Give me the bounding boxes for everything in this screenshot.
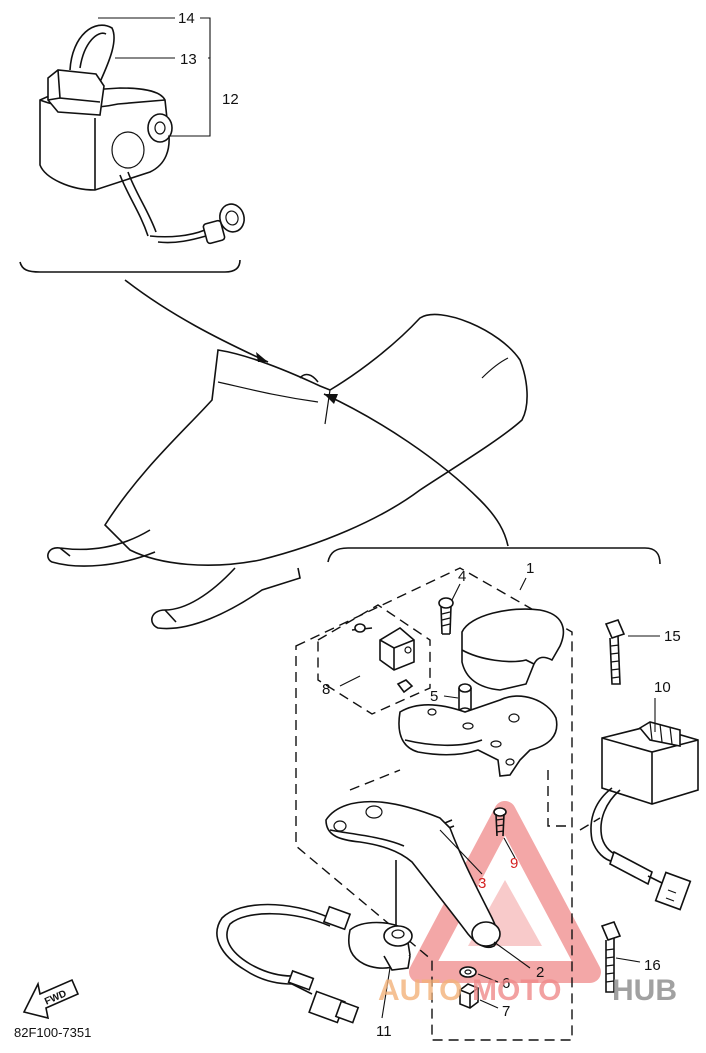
watermark-moto: MOTO — [472, 974, 561, 1007]
part-8-switch-block — [351, 623, 415, 694]
label-2: 2 — [536, 964, 544, 981]
label-1: 1 — [526, 560, 534, 577]
part-15-cable-tie — [604, 619, 626, 685]
lever-bracket — [398, 695, 558, 777]
label-11: 11 — [376, 1023, 392, 1040]
label-5: 5 — [430, 688, 438, 705]
label-12: 12 — [222, 91, 239, 108]
assembly-boundary — [295, 567, 573, 1041]
watermark-text: AUTO MOTO HUB — [378, 974, 677, 1007]
label-9: 9 — [510, 855, 518, 872]
guide-dash-2 — [547, 770, 572, 827]
part-2-brake-lever — [325, 800, 501, 949]
diagram-code: 82F100-7351 — [14, 1025, 91, 1040]
subassembly-8-boundary — [317, 604, 431, 715]
label-6: 6 — [502, 975, 510, 992]
watermark-auto: AUTO — [378, 974, 462, 1007]
routing-line-top — [124, 279, 269, 363]
label-15: 15 — [664, 628, 681, 645]
label-10: 10 — [654, 679, 671, 696]
label-8: 8 — [322, 681, 330, 698]
label-7: 7 — [502, 1003, 510, 1020]
routing-line-main — [323, 393, 509, 547]
part-10-relay — [590, 721, 699, 911]
inset-bracket — [19, 259, 241, 273]
fwd-arrow: FWD — [22, 978, 80, 1020]
snowmobile-outline — [47, 313, 528, 630]
guide-dash-3 — [579, 817, 601, 831]
part-9-screw — [493, 807, 507, 837]
part-11-switch — [216, 860, 413, 1024]
label-4: 4 — [458, 568, 466, 585]
part-16-cable-tie — [600, 921, 622, 993]
watermark-hub: HUB — [612, 974, 677, 1007]
leader-lines — [339, 577, 660, 1019]
label-14: 14 — [178, 10, 195, 27]
part-4-bolt — [438, 597, 454, 635]
part-7-nut — [459, 983, 479, 1009]
group-bracket — [327, 547, 661, 565]
label-13: 13 — [180, 51, 197, 68]
label-16: 16 — [644, 957, 661, 974]
part-6-washer — [459, 966, 477, 978]
label-3: 3 — [478, 875, 486, 892]
guide-dash-1 — [349, 769, 401, 791]
handlebar-cover — [461, 608, 565, 691]
throttle-housing-inset — [39, 17, 245, 245]
part-labels: 14 13 12 1 4 15 10 8 5 9 3 16 2 6 7 11 — [178, 10, 681, 1040]
